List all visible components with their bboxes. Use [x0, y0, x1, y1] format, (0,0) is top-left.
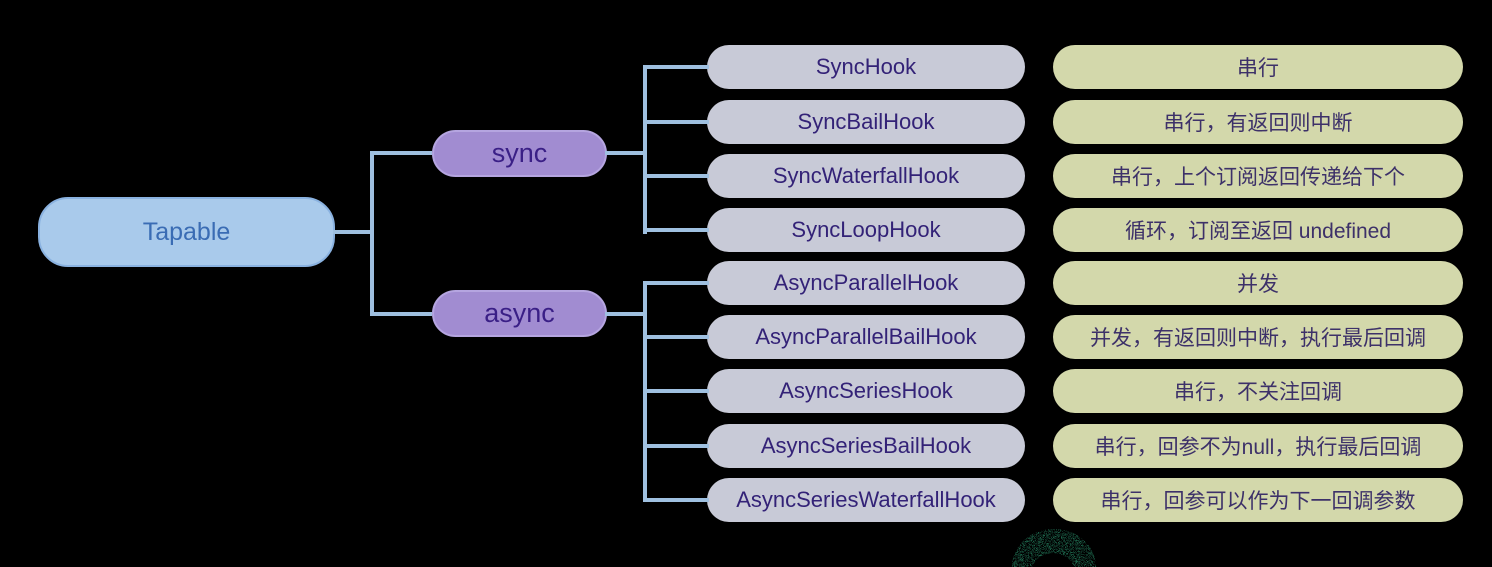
description-node: 串行，回参不为null，执行最后回调 [1053, 424, 1463, 468]
connector-stub [643, 174, 709, 178]
connector-stub [643, 335, 709, 339]
hook-node: AsyncSeriesHook [707, 369, 1025, 413]
hook-node: AsyncSeriesBailHook [707, 424, 1025, 468]
connector-sync-vertical [643, 65, 647, 234]
connector-stub [643, 498, 709, 502]
connector-sync-trunk [605, 151, 647, 155]
description-node: 循环，订阅至返回 undefined [1053, 208, 1463, 252]
description-node: 串行，不关注回调 [1053, 369, 1463, 413]
connector-stub [643, 444, 709, 448]
description-node: 并发，有返回则中断，执行最后回调 [1053, 315, 1463, 359]
description-node: 串行，有返回则中断 [1053, 100, 1463, 144]
connector-root-vertical [370, 151, 374, 316]
connector-async-trunk [605, 312, 647, 316]
connector-stub [643, 65, 709, 69]
hook-node: SyncHook [707, 45, 1025, 89]
hook-node: AsyncSeriesWaterfallHook [707, 478, 1025, 522]
connector-stub [643, 281, 709, 285]
branch-node-async: async [432, 290, 607, 337]
hook-node: SyncLoopHook [707, 208, 1025, 252]
connector-stub [643, 228, 709, 232]
connector-stub [643, 389, 709, 393]
hook-node: AsyncParallelBailHook [707, 315, 1025, 359]
description-node: 串行，上个订阅返回传递给下个 [1053, 154, 1463, 198]
connector-root-trunk [333, 230, 373, 234]
connector-to-async [370, 312, 432, 316]
description-node: 并发 [1053, 261, 1463, 305]
description-node: 串行，回参可以作为下一回调参数 [1053, 478, 1463, 522]
branch-node-sync: sync [432, 130, 607, 177]
hook-node: SyncWaterfallHook [707, 154, 1025, 198]
connector-stub [643, 120, 709, 124]
root-node-tapable: Tapable [38, 197, 335, 267]
watermark-logo [1012, 529, 1096, 567]
description-node: 串行 [1053, 45, 1463, 89]
hook-node: AsyncParallelHook [707, 261, 1025, 305]
connector-to-sync [370, 151, 432, 155]
hook-node: SyncBailHook [707, 100, 1025, 144]
